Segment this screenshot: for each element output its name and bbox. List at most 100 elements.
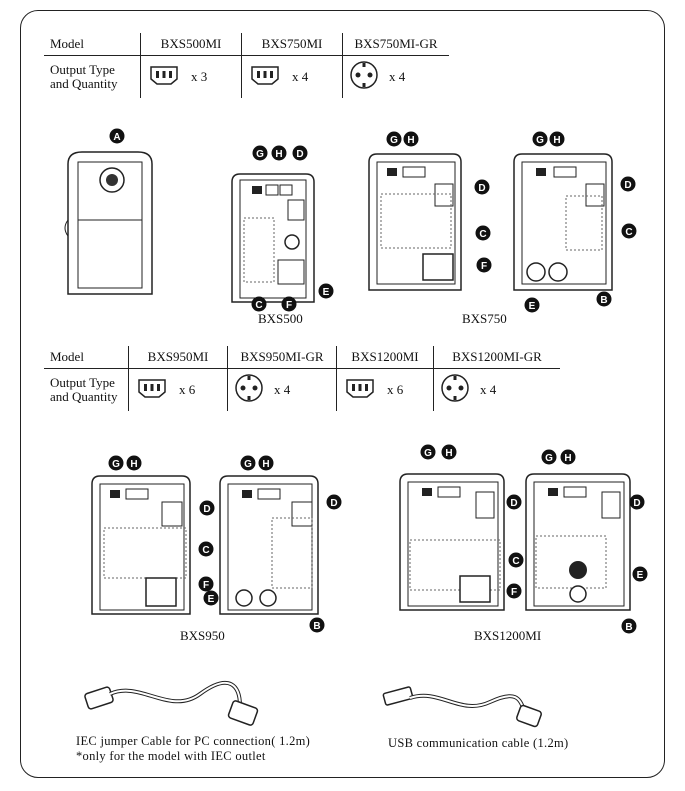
callout-letter: D — [296, 149, 303, 160]
output-type-label: Output Type and Quantity — [44, 56, 141, 99]
schuko-outlet-icon — [234, 373, 264, 407]
spec-table-2: Model BXS950MI BXS950MI-GR BXS1200MI BXS… — [44, 346, 560, 411]
bxs1200-gr-rear-view — [525, 473, 631, 611]
callout-letter: E — [208, 594, 215, 605]
output-type-label-line: and Quantity — [50, 389, 118, 404]
callout-letter: F — [286, 300, 292, 311]
callout-letter: G — [390, 135, 398, 146]
iec-jumper-cable-icon — [84, 680, 259, 726]
callout-letter: D — [633, 498, 640, 509]
callout-marker-e: E — [318, 283, 334, 299]
callout-marker-e: E — [203, 590, 219, 606]
callout-letter: D — [203, 504, 210, 515]
bxs500-rear-view — [231, 173, 315, 303]
breaker-icon — [284, 234, 300, 250]
callout-letter: G — [244, 459, 252, 470]
callout-marker-a: A — [109, 128, 125, 144]
iec-outlet-icon — [343, 377, 377, 403]
callout-marker-f: F — [281, 296, 297, 312]
callout-marker-b: B — [596, 291, 612, 307]
outlet-quantity: x 6 — [387, 382, 404, 397]
callout-marker-c: C — [198, 541, 214, 557]
schuko-outlet-icon — [440, 373, 470, 407]
callout-letter: G — [545, 453, 553, 464]
callout-letter: C — [512, 556, 519, 567]
callout-marker-h: H — [126, 455, 142, 471]
callout-letter: E — [323, 287, 330, 298]
iec-cable-label: IEC jumper Cable for PC connection( 1.2m… — [76, 734, 311, 748]
ups-front-view — [64, 151, 153, 295]
callout-marker-h: H — [549, 131, 565, 147]
callout-letter: G — [112, 459, 120, 470]
iec-outlet-icon — [147, 64, 181, 90]
callout-marker-h: H — [560, 449, 576, 465]
output-type-label-line: and Quantity — [50, 76, 118, 91]
callout-letter: E — [529, 301, 536, 312]
caption-bxs950: BXS950 — [180, 628, 225, 643]
callout-letter: A — [113, 132, 120, 143]
callout-marker-g: G — [240, 455, 256, 471]
callout-marker-d: D — [326, 494, 342, 510]
outlet-quantity: x 6 — [179, 382, 196, 397]
model-name: BXS500MI — [140, 33, 242, 56]
callout-marker-g: G — [420, 444, 436, 460]
callout-letter: H — [564, 453, 571, 464]
output-type-label: Output Type and Quantity — [44, 369, 129, 412]
callout-letter: E — [637, 570, 644, 581]
data-port-icon — [279, 184, 293, 196]
model-header: Model — [44, 33, 141, 56]
usb-cable-label: USB communication cable (1.2m) — [388, 736, 569, 750]
callout-marker-g: G — [386, 131, 402, 147]
callout-letter: B — [600, 295, 607, 306]
callout-letter: H — [275, 149, 282, 160]
bxs750-rear-view — [368, 153, 462, 291]
callout-letter: F — [481, 261, 487, 272]
bxs1200-rear-view — [399, 473, 505, 611]
caption-bxs500: BXS500 — [258, 311, 303, 326]
callout-letter: G — [256, 149, 264, 160]
callout-letter: F — [203, 580, 209, 591]
callout-letter: D — [510, 498, 517, 509]
callout-letter: C — [625, 227, 632, 238]
callout-letter: H — [130, 459, 137, 470]
spec-table-1: Model BXS500MI BXS750MI BXS750MI-GR Outp… — [44, 33, 449, 98]
callout-marker-f: F — [476, 257, 492, 273]
callout-letter: H — [445, 448, 452, 459]
callout-letter: B — [313, 621, 320, 632]
callout-marker-b: B — [309, 617, 325, 633]
callout-letter: C — [479, 229, 486, 240]
callout-marker-g: G — [541, 449, 557, 465]
outlet-quantity: x 4 — [274, 382, 291, 397]
callout-marker-d: D — [620, 176, 636, 192]
callout-marker-d: D — [474, 179, 490, 195]
callout-marker-c: C — [475, 225, 491, 241]
callout-letter: C — [255, 300, 262, 311]
caption-bxs1200: BXS1200MI — [474, 628, 542, 643]
callout-marker-d: D — [199, 500, 215, 516]
callout-marker-c: C — [621, 223, 637, 239]
callout-letter: B — [625, 622, 632, 633]
iec-outlet-icon — [135, 377, 169, 403]
callout-marker-d: D — [506, 494, 522, 510]
callout-marker-g: G — [252, 145, 268, 161]
outlet-quantity: x 4 — [480, 382, 497, 397]
callout-marker-h: H — [258, 455, 274, 471]
callout-marker-g: G — [108, 455, 124, 471]
model-name: BXS950MI — [128, 346, 228, 369]
caption-bxs750: BXS750 — [462, 311, 507, 326]
callout-letter: H — [407, 135, 414, 146]
callout-marker-h: H — [441, 444, 457, 460]
callout-letter: F — [511, 587, 517, 598]
bxs950-gr-rear-view — [219, 475, 319, 615]
callout-marker-e: E — [632, 566, 648, 582]
surge-block-icon — [287, 199, 305, 221]
callout-letter: D — [330, 498, 337, 509]
callout-marker-c: C — [251, 296, 267, 312]
callout-letter: D — [478, 183, 485, 194]
callout-letter: H — [262, 459, 269, 470]
usb-port-icon — [252, 186, 262, 194]
callout-letter: H — [553, 135, 560, 146]
callout-marker-h: H — [403, 131, 419, 147]
model-name: BXS1200MI-GR — [433, 346, 560, 369]
